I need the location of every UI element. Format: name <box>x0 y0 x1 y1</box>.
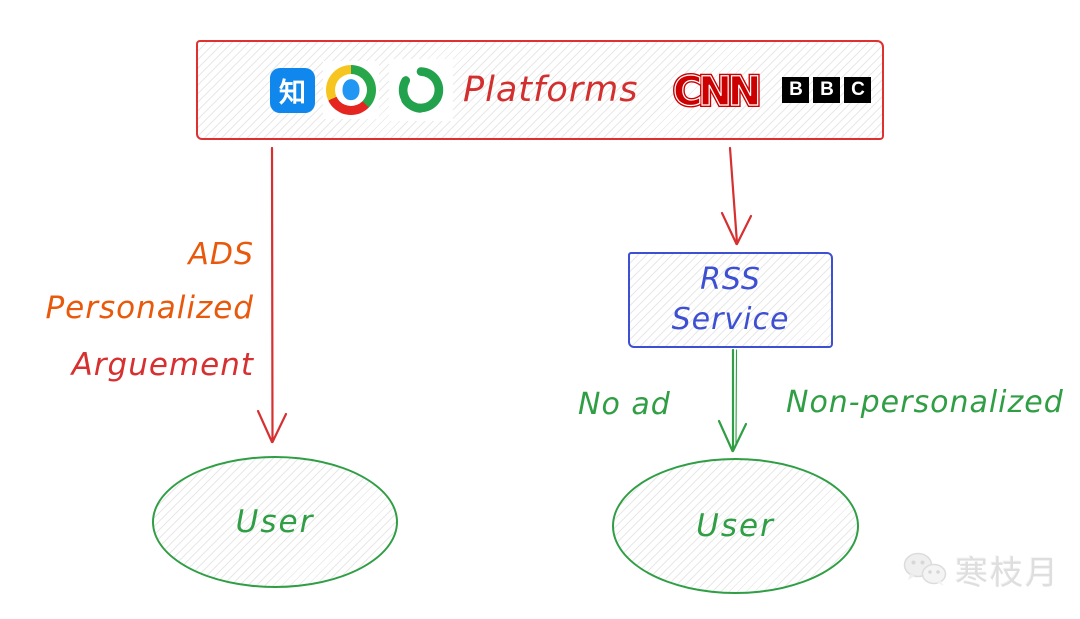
watermark-text: 寒枝月 <box>955 554 1060 591</box>
personalized-label: Personalized <box>45 290 254 326</box>
user-ellipse-right: User <box>612 458 859 594</box>
zhihu-glyph: 知 <box>279 77 306 108</box>
zhihu-logo-icon: 知 <box>270 67 315 113</box>
cnn-text-inline: CNN <box>673 69 758 115</box>
bbc-logo: B B C <box>782 77 872 103</box>
platforms-label: Platforms <box>463 70 639 110</box>
ads-label: ADS <box>188 237 254 272</box>
user-label-right: User <box>696 508 775 544</box>
tencent-news-penguin <box>342 79 360 101</box>
bbc-square-b2: B <box>813 77 841 103</box>
left-red-arrow <box>256 146 288 444</box>
rss-service-box: RSS Service <box>628 252 833 348</box>
user-label-left: User <box>235 504 315 540</box>
bbc-square-c: C <box>844 77 872 103</box>
cnn-text-fill: CNN <box>673 69 758 115</box>
green-arrow <box>717 348 748 453</box>
rss-box-line1: RSS <box>700 261 761 297</box>
watermark: 寒枝月 <box>901 546 1060 594</box>
arguement-label: Arguement <box>71 347 254 383</box>
non-personalized-label: Non-personalized <box>786 385 1064 420</box>
wechat-icon <box>903 552 947 586</box>
cnn-logo: CNN CNN <box>672 67 764 116</box>
platforms-box: 知 Platforms CNN CNN B B C <box>196 40 884 140</box>
rss-box-line2: Service <box>671 302 790 337</box>
green-swirl-logo-icon <box>389 59 453 121</box>
right-red-arrow <box>720 146 753 246</box>
tencent-news-ring <box>326 65 376 115</box>
bbc-square-b1: B <box>782 77 810 103</box>
user-ellipse-left: User <box>152 456 398 588</box>
tencent-news-logo-icon <box>323 61 379 119</box>
no-ad-label: No ad <box>578 387 671 422</box>
